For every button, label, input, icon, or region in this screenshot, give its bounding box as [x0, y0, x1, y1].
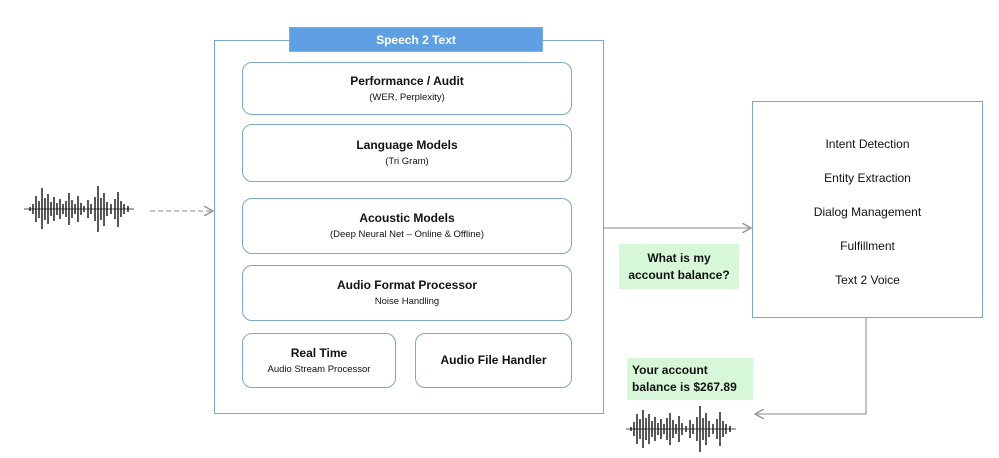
answer-bubble: Your account balance is $267.89 [627, 358, 753, 400]
real-time-card: Real Time Audio Stream Processor [242, 333, 396, 388]
entity-extraction-label: Entity Extraction [824, 171, 911, 185]
acoustic-models-card: Acoustic Models (Deep Neural Net – Onlin… [242, 198, 572, 254]
answer-line-1: Your account [632, 363, 708, 377]
audio-format-processor-card: Audio Format Processor Noise Handling [242, 265, 572, 321]
card-title: Audio File Handler [440, 353, 547, 367]
performance-audit-card: Performance / Audit (WER, Perplexity) [242, 62, 572, 115]
card-subtitle: (WER, Perplexity) [369, 91, 445, 103]
card-title: Acoustic Models [359, 211, 455, 225]
card-title: Language Models [356, 138, 458, 152]
speech-to-text-title: Speech 2 Text [289, 27, 543, 52]
query-line-1: What is my [647, 251, 711, 265]
card-subtitle: (Tri Gram) [385, 156, 429, 167]
language-models-card: Language Models (Tri Gram) [242, 124, 572, 182]
card-subtitle: (Deep Neural Net – Online & Offline) [329, 229, 484, 240]
card-subtitle: Noise Handling [374, 296, 440, 307]
dialog-management-label: Dialog Management [813, 205, 922, 219]
audio-waveform-input-icon [24, 186, 134, 232]
card-title: Audio Format Processor [336, 278, 478, 292]
audio-waveform-output-icon [626, 406, 736, 452]
query-bubble: What is my account balance? [619, 244, 739, 289]
response-arrow [756, 318, 867, 414]
intent-detection-label: Intent Detection [825, 137, 910, 151]
card-subtitle: Audio Stream Processor [267, 363, 371, 375]
answer-line-2: balance is $267.89 [632, 380, 737, 394]
fulfillment-label: Fulfillment [840, 239, 895, 253]
query-line-2: account balance? [628, 268, 730, 282]
audio-file-handler-card: Audio File Handler [415, 333, 572, 388]
card-title: Real Time [290, 345, 348, 360]
card-title: Performance / Audit [350, 73, 464, 88]
text-to-voice-label: Text 2 Voice [835, 273, 900, 287]
dialog-pipeline-box: Intent Detection Entity Extraction Dialo… [752, 101, 983, 318]
